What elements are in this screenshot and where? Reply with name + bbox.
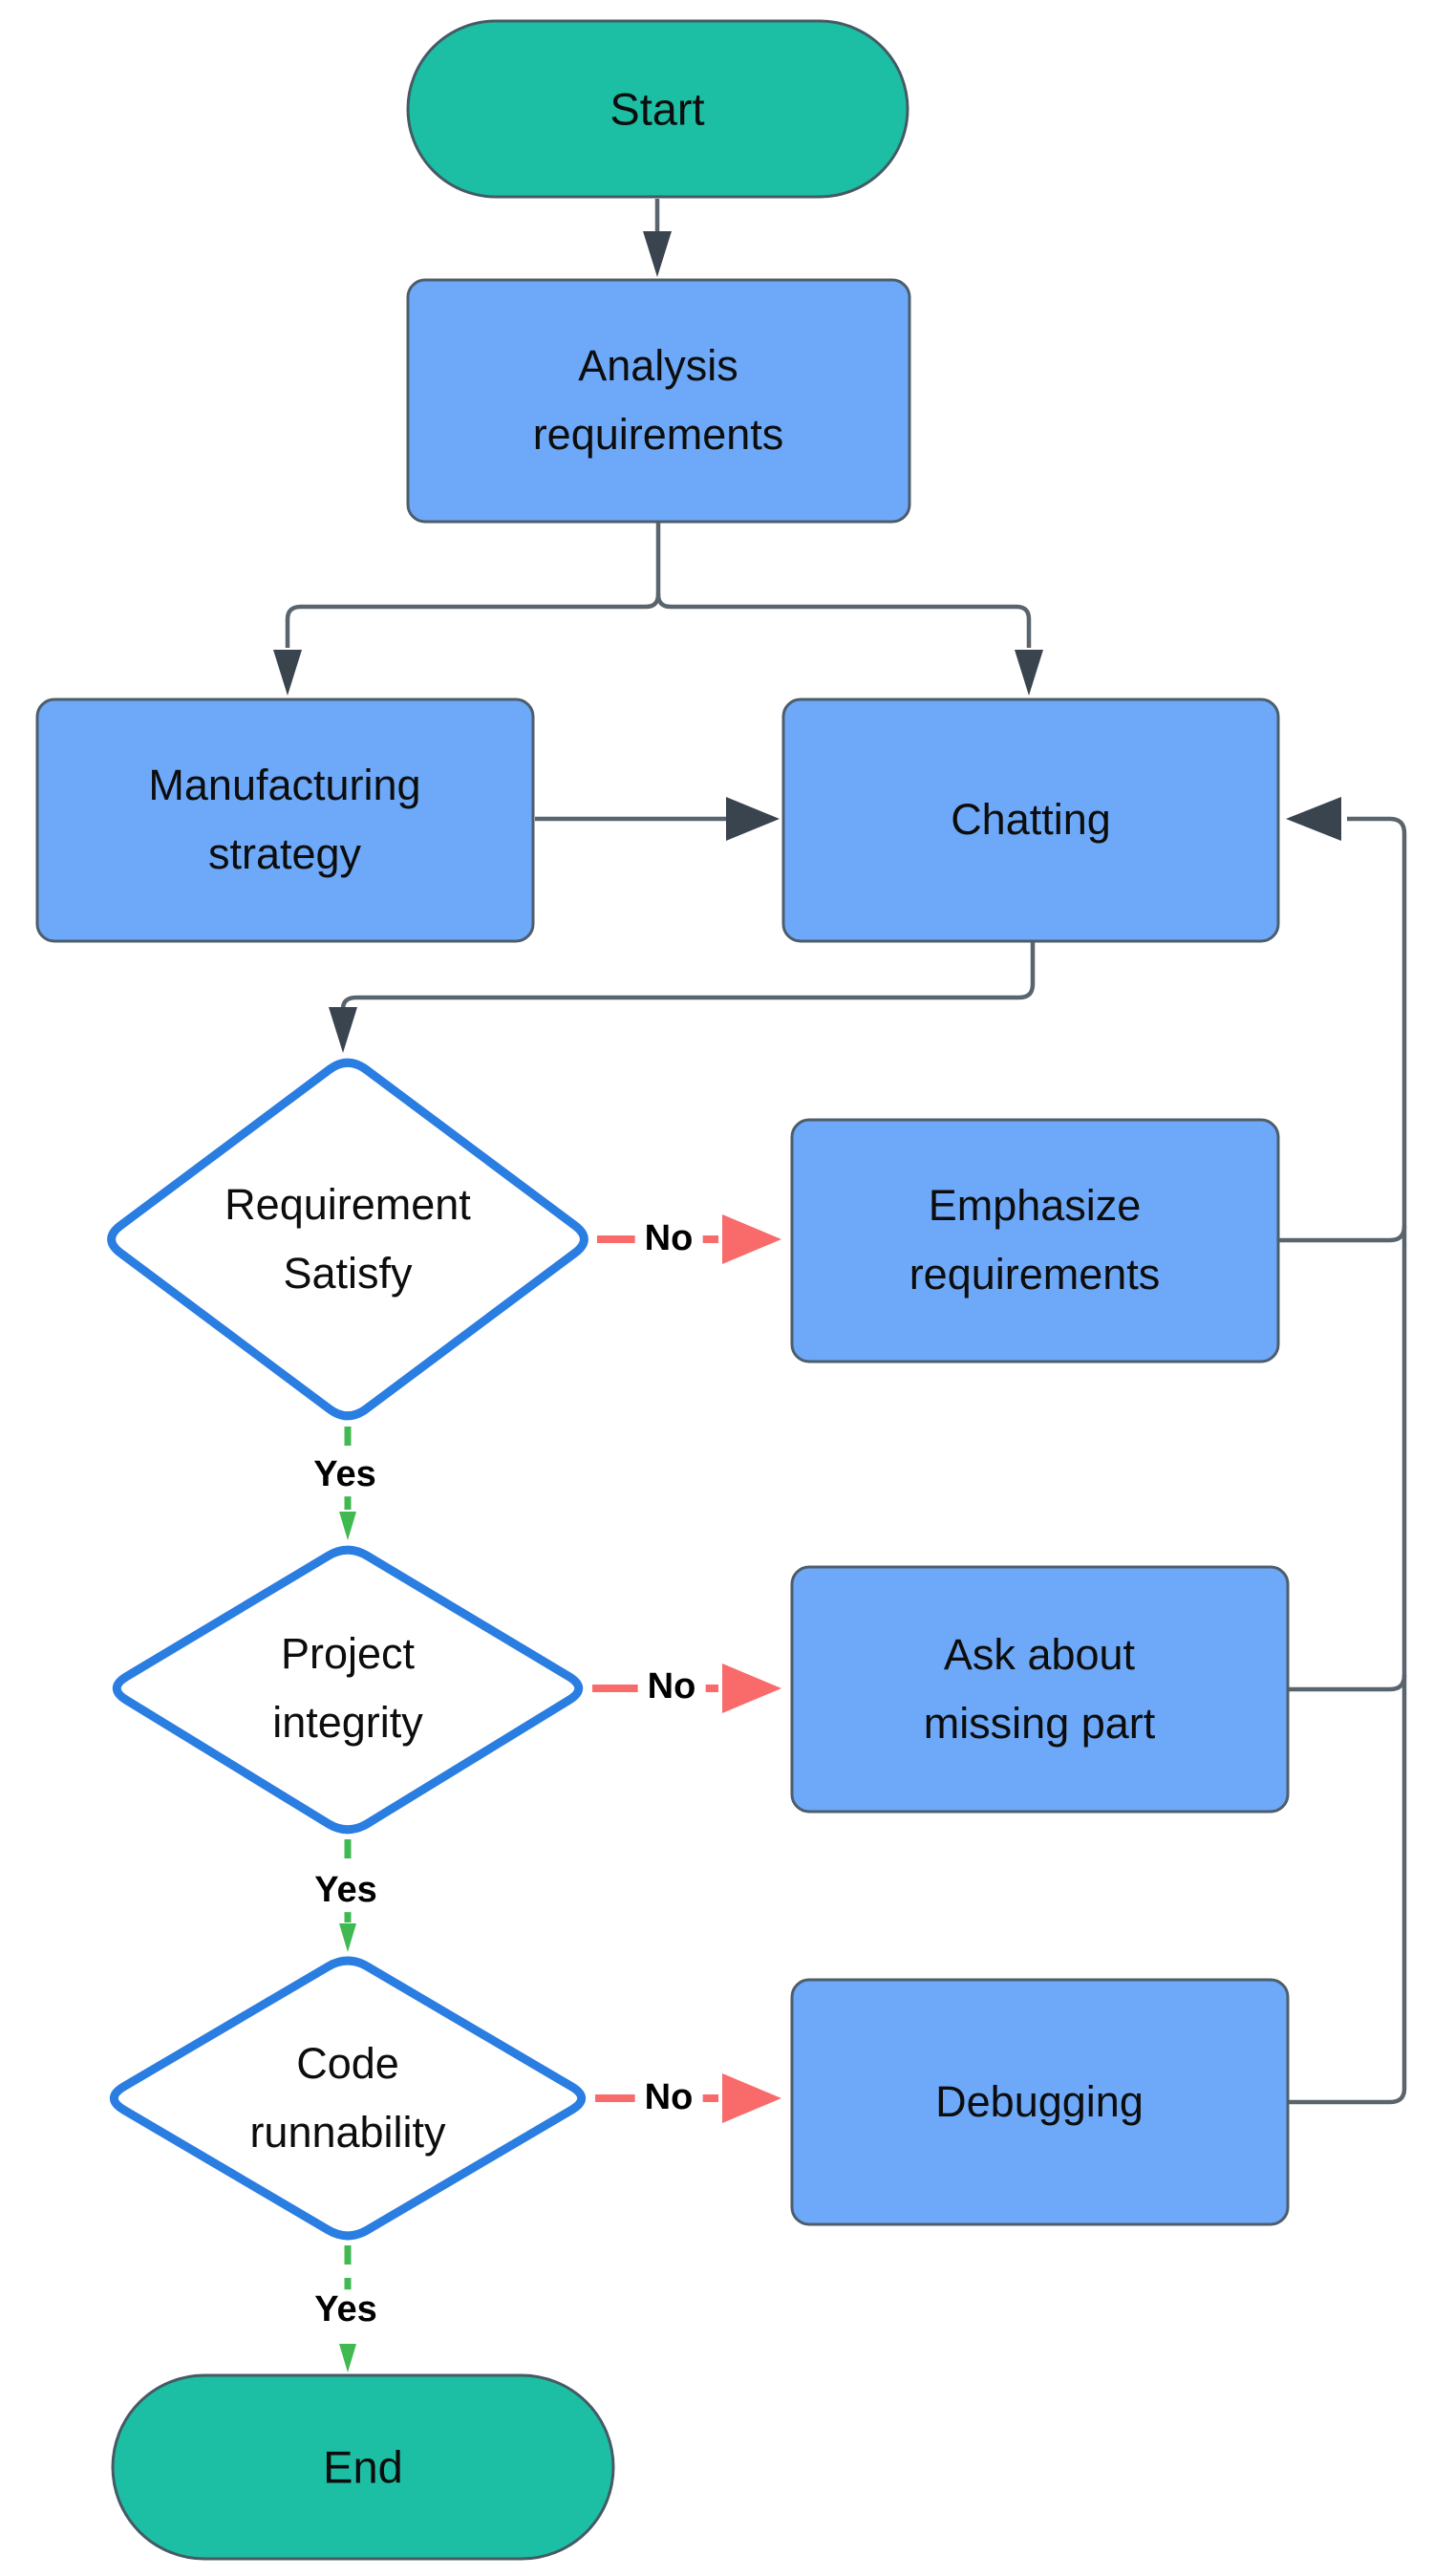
arrowhead-down-icon <box>339 1923 356 1952</box>
edge-emphasize-feedback <box>1278 1225 1407 1243</box>
arrowhead-down-icon <box>643 231 672 277</box>
no-label-1: No <box>634 1218 703 1260</box>
yes-label-2: Yes <box>305 1870 387 1912</box>
edge-chatting-requirement-satisfy <box>340 941 1036 1010</box>
node-start <box>406 19 909 199</box>
chatting-label: Chatting <box>951 795 1111 844</box>
yes-label-3: Yes <box>305 2289 387 2331</box>
node-requirement-satisfy <box>107 1058 588 1421</box>
edge-debugging-feedback <box>1288 2088 1407 2105</box>
emphasize-requirements-label: Emphasize requirements <box>909 1181 1161 1299</box>
arrowhead-right-icon <box>722 2073 781 2123</box>
no-label-3: No <box>634 2077 703 2119</box>
arrowhead-down-icon <box>329 1007 357 1053</box>
code-runnability-label: Code runnability <box>249 2039 446 2157</box>
debugging-label: Debugging <box>935 2077 1144 2126</box>
start-label: Start <box>610 83 705 135</box>
node-analysis-requirements <box>406 278 911 524</box>
requirement-satisfy-label: Requirement Satisfy <box>225 1180 471 1298</box>
node-code-runnability <box>109 1956 587 2241</box>
node-project-integrity <box>112 1545 584 1835</box>
no-label-2: No <box>637 1666 706 1708</box>
edge-feedback-to-chatting <box>1347 816 1407 2089</box>
node-manufacturing-strategy <box>35 698 535 943</box>
manufacturing-strategy-label: Manufacturing strategy <box>148 761 421 878</box>
arrowhead-down-icon <box>1015 650 1043 696</box>
end-label: End <box>323 2441 403 2493</box>
analysis-requirements-label: Analysis requirements <box>532 341 784 459</box>
green-arrowheads <box>339 1512 356 2372</box>
arrowhead-right-icon <box>726 797 780 841</box>
node-debugging <box>790 1978 1290 2226</box>
arrowhead-right-icon <box>722 1214 781 1264</box>
arrowhead-left-icon <box>1286 797 1341 841</box>
ask-about-missing-part-label: Ask about missing part <box>923 1630 1156 1748</box>
project-integrity-label: Project integrity <box>272 1629 423 1747</box>
node-end <box>111 2373 615 2561</box>
arrowhead-right-icon <box>722 1664 781 1713</box>
node-emphasize-requirements <box>790 1118 1280 1363</box>
node-ask-about-missing-part <box>790 1565 1290 1814</box>
dark-connectors <box>285 199 1407 2105</box>
dark-arrowheads <box>273 231 1341 1053</box>
edge-ask-missing-feedback <box>1288 1674 1407 1692</box>
arrowhead-down-icon <box>273 650 302 696</box>
red-arrowheads <box>722 1214 781 2123</box>
arrowhead-down-icon <box>339 1512 356 1540</box>
arrowhead-down-icon <box>339 2344 356 2372</box>
edge-analysis-chatting <box>655 593 1032 648</box>
yes-label-1: Yes <box>304 1454 386 1496</box>
node-chatting <box>781 698 1280 943</box>
edge-analysis-manufacturing <box>285 522 661 648</box>
